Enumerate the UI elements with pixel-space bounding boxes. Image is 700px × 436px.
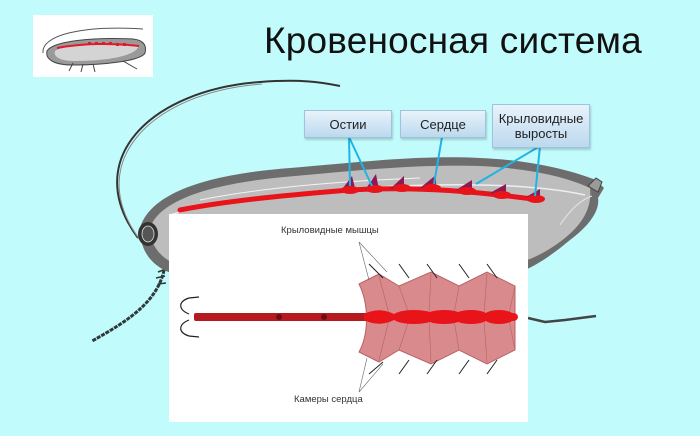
heart-chambers-diagram (180, 241, 518, 393)
heart-detail-inset: Крыловидные мышцы Камеры сердца (169, 214, 528, 422)
thumbnail-image (33, 15, 153, 77)
cockroach-thumbnail-icon (42, 27, 146, 73)
callout-alary-processes: Крыловидные выросты (492, 104, 590, 148)
callout-ostia: Остии (304, 110, 392, 138)
callout-heart: Сердце (400, 110, 486, 138)
label-alary-muscles: Крыловидные мышцы (281, 225, 379, 236)
page-title: Кровеносная система (264, 20, 642, 61)
label-heart-chambers: Камеры сердца (294, 394, 363, 405)
